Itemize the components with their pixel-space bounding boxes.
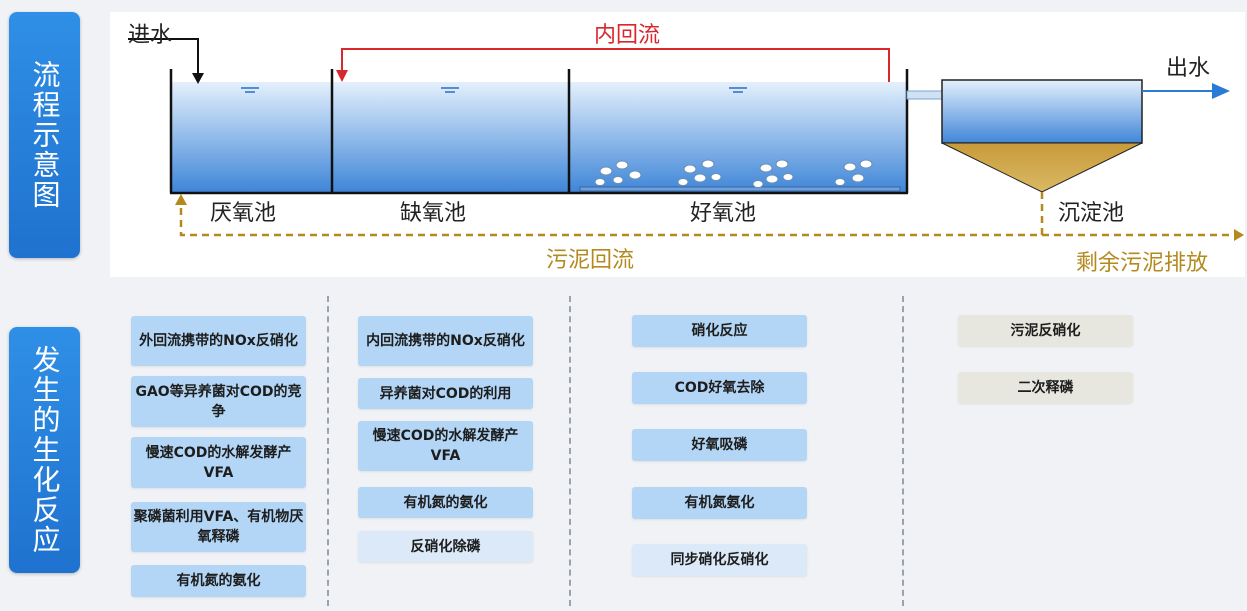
aerobic-tank-water	[569, 82, 907, 192]
sludge-return-line	[179, 192, 1044, 237]
reaction-box: 反硝化除磷	[358, 531, 533, 562]
process-flow-diagram: 进水 内回流 出水 厌氧池 缺氧池 好氧池 沉淀池 污泥回流 剩余污泥排放	[110, 12, 1245, 277]
reaction-box: 外回流携带的NOx反硝化	[131, 316, 306, 366]
clarifier-tank	[941, 79, 1143, 144]
reactions-tab[interactable]: 发生的生化反应	[9, 327, 80, 573]
sludge-return-arrowhead	[175, 194, 187, 205]
column-divider	[327, 296, 329, 606]
column-divider	[569, 296, 571, 606]
anoxic-tank-label: 缺氧池	[400, 201, 467, 226]
inflow-label: 进水	[128, 23, 173, 48]
reaction-box: 异养菌对COD的利用	[358, 378, 533, 409]
flow-diagram-tab[interactable]: 流程示意图	[9, 12, 80, 258]
internal-recycle-arrowhead	[336, 70, 348, 82]
reaction-box: 二次释磷	[958, 372, 1133, 403]
reaction-box: 慢速COD的水解发酵产VFA	[131, 437, 306, 488]
outflow-label: 出水	[1166, 56, 1211, 81]
reaction-box: 聚磷菌利用VFA、有机物厌氧释磷	[131, 502, 306, 552]
reaction-box: 慢速COD的水解发酵产VFA	[358, 421, 533, 471]
tank-walls	[169, 69, 909, 195]
inflow-arrow	[128, 38, 199, 74]
reaction-box: 有机氮的氨化	[358, 487, 533, 518]
reaction-box: 有机氮氨化	[632, 487, 807, 519]
reaction-box: 污泥反硝化	[958, 315, 1133, 346]
reaction-box: COD好氧去除	[632, 372, 807, 404]
connecting-pipe	[906, 90, 944, 100]
sludge-return-label: 污泥回流	[546, 248, 635, 273]
anaerobic-tank-water	[172, 82, 332, 192]
excess-sludge-arrowhead	[1234, 229, 1244, 241]
reaction-box: 同步硝化反硝化	[632, 544, 807, 576]
aeration-bubbles	[594, 159, 873, 188]
clarifier-label: 沉淀池	[1058, 201, 1125, 226]
anaerobic-tank-label: 厌氧池	[210, 201, 277, 226]
column-divider	[902, 296, 904, 606]
internal-recycle-label: 内回流	[594, 23, 661, 48]
reaction-box: 内回流携带的NOx反硝化	[358, 316, 533, 366]
clarifier-sludge-hopper	[941, 142, 1143, 193]
reaction-box: 有机氮的氨化	[131, 565, 306, 597]
reaction-box: 硝化反应	[632, 315, 807, 347]
reactions-tab-label: 发生的生化反应	[28, 345, 62, 555]
aerobic-tank-label: 好氧池	[690, 201, 757, 226]
water-level-markers	[241, 87, 747, 93]
aeration-diffuser	[579, 186, 901, 192]
process-flow-svg	[128, 38, 1244, 241]
reaction-box: GAO等异养菌对COD的竞争	[131, 376, 306, 427]
anoxic-tank-water	[332, 82, 569, 192]
reaction-box: 好氧吸磷	[632, 429, 807, 461]
internal-recycle-line	[341, 48, 890, 82]
flow-diagram-tab-label: 流程示意图	[28, 60, 62, 210]
excess-sludge-label: 剩余污泥排放	[1076, 251, 1209, 276]
